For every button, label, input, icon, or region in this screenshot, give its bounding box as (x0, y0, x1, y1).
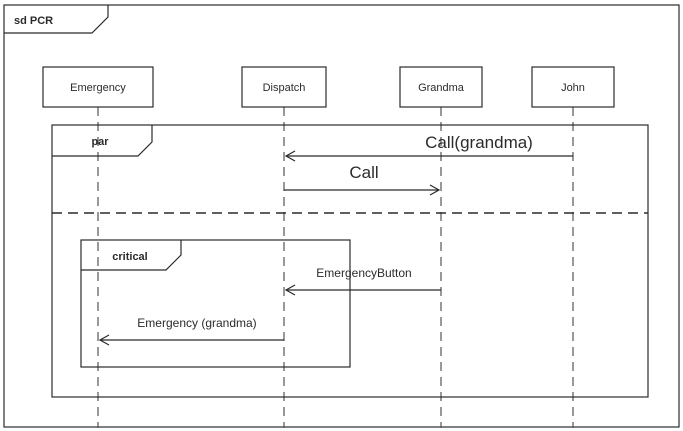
message-label-emergency-button: EmergencyButton (316, 266, 411, 280)
lifeline-label-grandma: Grandma (418, 82, 465, 94)
lifeline-john[interactable]: John (531, 66, 615, 428)
lifeline-label-emergency: Emergency (70, 82, 126, 94)
par-operator-label: par (91, 136, 109, 148)
message-emergency-grandma[interactable]: Emergency (grandma) (98, 316, 284, 346)
message-call-grandma[interactable]: Call(grandma) (284, 133, 573, 162)
lifeline-label-john: John (561, 82, 585, 94)
lifeline-emergency[interactable]: Emergency (42, 66, 154, 428)
lifeline-dispatch[interactable]: Dispatch (241, 66, 327, 428)
message-label-call: Call (349, 163, 378, 182)
message-emergency-button[interactable]: EmergencyButton (284, 266, 441, 296)
frame-label: sd PCR (14, 15, 53, 27)
message-label-call-grandma: Call(grandma) (425, 133, 533, 152)
critical-fragment[interactable]: critical (80, 239, 351, 368)
lifeline-grandma[interactable]: Grandma (399, 66, 483, 428)
par-fragment[interactable]: par (51, 124, 649, 398)
sd-frame: sd PCR (3, 4, 680, 428)
lifeline-label-dispatch: Dispatch (263, 82, 306, 94)
message-label-emergency-grandma: Emergency (grandma) (137, 316, 256, 330)
message-call[interactable]: Call (284, 163, 441, 196)
critical-operator-label: critical (112, 251, 147, 263)
